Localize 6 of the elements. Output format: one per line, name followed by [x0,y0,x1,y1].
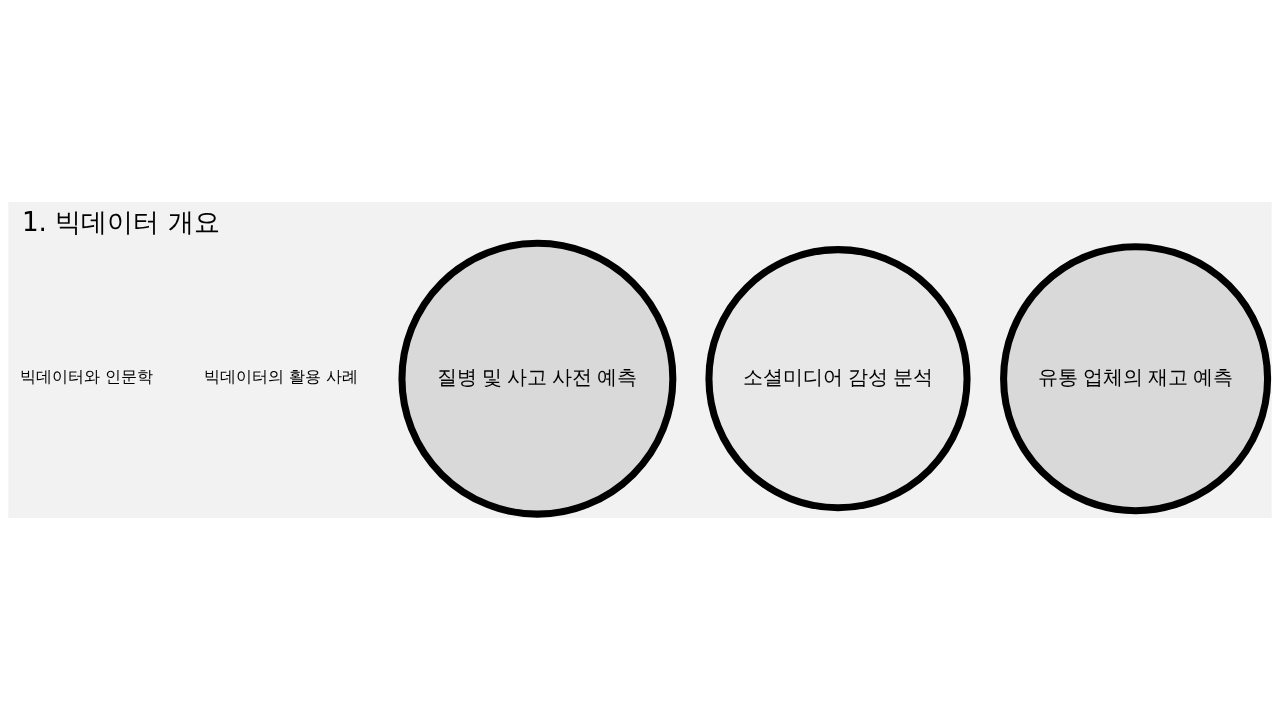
label: 빅데이터와 인문학 [19,367,154,387]
diagram-title: 1. 빅데이터 개요 [21,207,220,238]
label: 빅데이터의 활용 사례 [204,367,359,387]
node-circle: 소셜미디어 감성 분석 [705,246,971,512]
node-circle: 유통 업체의 재고 예측 [1000,243,1272,515]
node-circle: 질병 및 사고 사전 예측 [398,239,677,518]
